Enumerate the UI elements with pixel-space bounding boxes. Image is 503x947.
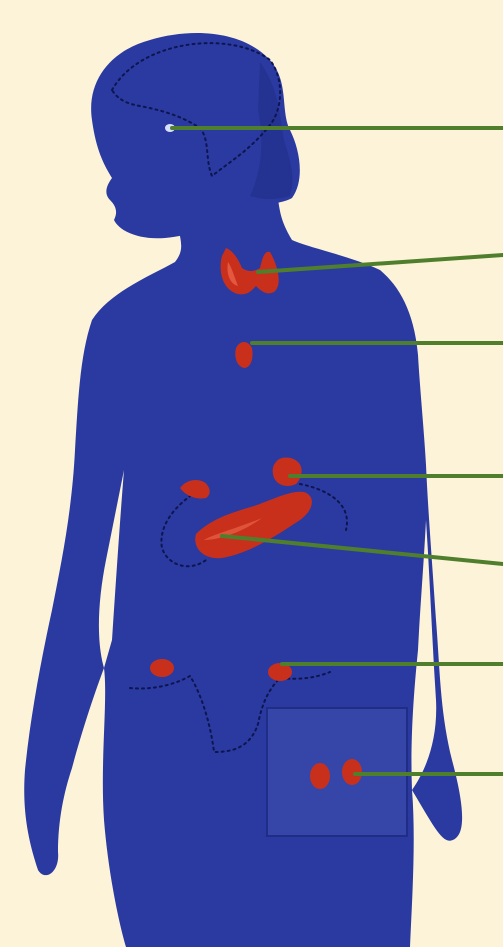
testis-left xyxy=(310,763,330,789)
adrenal-gland-right xyxy=(273,458,302,487)
ovary-left xyxy=(150,659,174,677)
